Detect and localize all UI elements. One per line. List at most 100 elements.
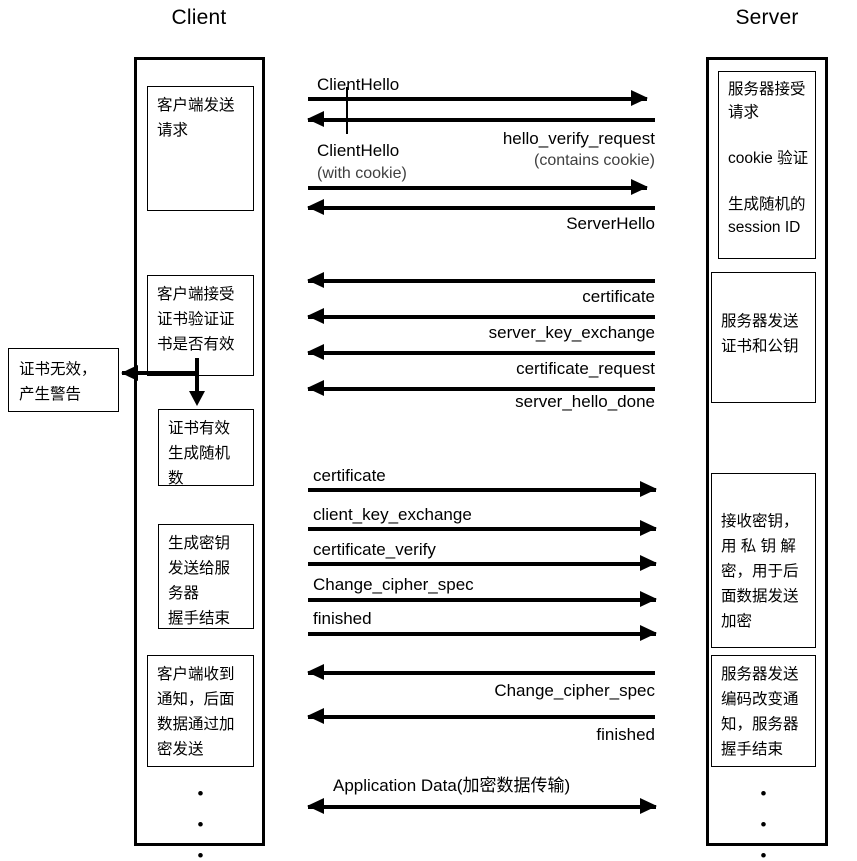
- arrow-head-down: [188, 391, 205, 406]
- arrow-head-right: [640, 555, 657, 571]
- message-arrow-m8: [307, 380, 655, 397]
- warn-line: 产生警告: [19, 386, 82, 403]
- message-arrow-m1: [308, 90, 648, 107]
- dot: •: [197, 846, 204, 861]
- arrow-head-left: [307, 708, 324, 724]
- note-line: 请求: [157, 122, 189, 139]
- arrow-shaft: [308, 205, 655, 210]
- note-line: 客户端收到: [157, 666, 235, 683]
- message-arrow-m10: [308, 520, 657, 537]
- note-line: 客户端接受: [157, 286, 235, 303]
- note-line: 密发送: [157, 741, 204, 758]
- arrow-shaft: [308, 185, 647, 190]
- message-sublabel-m3: (with cookie): [317, 165, 407, 182]
- arrow-head-left: [307, 664, 324, 680]
- note-spacer: [728, 170, 806, 193]
- message-arrow-m12: [308, 591, 657, 608]
- arrow-shaft: [308, 597, 656, 602]
- message-label-m3: ClientHello: [317, 141, 400, 160]
- client-lane-title: Client: [171, 6, 227, 29]
- message-arrow-m14: [307, 664, 655, 681]
- arrow-shaft: [308, 631, 656, 636]
- note-line: 数据通过加: [157, 716, 235, 733]
- note-line: 接收密钥，: [721, 513, 799, 530]
- arrow-shaft: [308, 96, 647, 101]
- arrow-head-right: [631, 179, 648, 195]
- arrow-head-left: [307, 272, 324, 288]
- message-label-m2: hello_verify_request: [502, 129, 655, 148]
- arrow-shaft: [308, 117, 655, 122]
- message-label-m14: Change_cipher_spec: [494, 681, 655, 700]
- message-label-m12: Change_cipher_spec: [313, 575, 474, 594]
- note-line: 密，用于后: [721, 563, 799, 580]
- arrow-head-left: [307, 199, 324, 215]
- message-arrow-m13: [308, 625, 657, 642]
- arrow-head-left: [307, 798, 324, 814]
- message-label-m4: ServerHello: [566, 214, 655, 233]
- arrow-shaft: [308, 561, 656, 566]
- note-line: 客户端发送: [157, 97, 235, 114]
- note-line: 知，服务器: [721, 716, 799, 733]
- dot: •: [197, 815, 204, 834]
- note-line: 请求: [728, 104, 760, 121]
- arrow-shaft: [195, 358, 199, 392]
- note-spacer: [728, 124, 806, 147]
- note-client-send-request: 客户端发送 请求: [147, 86, 254, 211]
- arrow-shaft: [308, 487, 656, 492]
- message-sublabel-m2: (contains cookie): [534, 152, 655, 169]
- message-label-m9: certificate: [313, 466, 386, 485]
- arrow-head-right: [640, 625, 657, 641]
- note-line: 书是否有效: [157, 336, 235, 353]
- arrow-head-left: [121, 364, 138, 381]
- note-server-receive-key: 接收密钥， 用 私 钥 解 密，用于后 面数据发送 加密: [711, 473, 816, 648]
- message-arrow-m9: [308, 481, 657, 498]
- message-label-m6: server_key_exchange: [488, 323, 655, 342]
- message-label-m13: finished: [313, 609, 372, 628]
- note-line: 服务器发送: [721, 666, 799, 683]
- note-line: 加密: [721, 613, 753, 630]
- arrow-head-right: [640, 591, 657, 607]
- message-arrow-m6: [307, 308, 655, 325]
- note-line: 面数据发送: [721, 588, 799, 605]
- note-line: 用 私 钥 解: [721, 538, 796, 555]
- message-label-m8: server_hello_done: [515, 392, 655, 411]
- note-server-change-cipher: 服务器发送 编码改变通 知，服务器 握手结束: [711, 655, 816, 767]
- message-label-m7: certificate_request: [516, 359, 655, 378]
- note-server-accept-request: 服务器接受 请求 cookie 验证 生成随机的 session ID: [718, 71, 816, 259]
- note-server-send-cert: 服务器发送 证书和公钥: [711, 272, 816, 403]
- arrow-shaft: [308, 278, 655, 283]
- message-label-m11: certificate_verify: [313, 540, 436, 559]
- message-label-m16: Application Data(加密数据传输): [333, 776, 571, 795]
- message-arrow-m16: [307, 798, 657, 815]
- dot: •: [760, 846, 767, 861]
- message-arrow-m5: [307, 272, 655, 289]
- dot: •: [760, 815, 767, 834]
- dot: •: [197, 784, 204, 803]
- arrow-shaft: [308, 714, 655, 719]
- message-arrow-m7: [307, 344, 655, 361]
- note-cert-valid-random: 证书有效 生成随机 数: [158, 409, 254, 487]
- arrow-shaft: [308, 670, 655, 675]
- branch-arrow-to-alert: [121, 364, 199, 381]
- note-line: 握手结束: [721, 741, 784, 758]
- message-label-m5: certificate: [582, 287, 655, 306]
- note-line: 握手结束: [168, 610, 231, 627]
- message-arrow-m2: [307, 111, 655, 128]
- arrow-head-right: [640, 520, 657, 536]
- note-line: 证书验证证: [157, 311, 235, 328]
- message-label-m10: client_key_exchange: [313, 505, 472, 524]
- note-line: 编码改变通: [721, 691, 799, 708]
- note-line: 生成随机的: [728, 196, 806, 213]
- note-line: 发送给服: [168, 560, 231, 577]
- arrow-head-left: [307, 308, 324, 324]
- arrow-shaft: [122, 371, 199, 375]
- note-line: 服务器接受: [728, 81, 806, 98]
- note-line: 生成密钥: [168, 535, 231, 552]
- message-arrow-m11: [308, 555, 657, 572]
- arrow-head-left: [307, 111, 324, 127]
- arrow-shaft: [308, 386, 655, 391]
- arrow-shaft: [308, 526, 656, 531]
- note-line: 服务器发送: [721, 313, 799, 330]
- arrow-head-right: [631, 90, 648, 106]
